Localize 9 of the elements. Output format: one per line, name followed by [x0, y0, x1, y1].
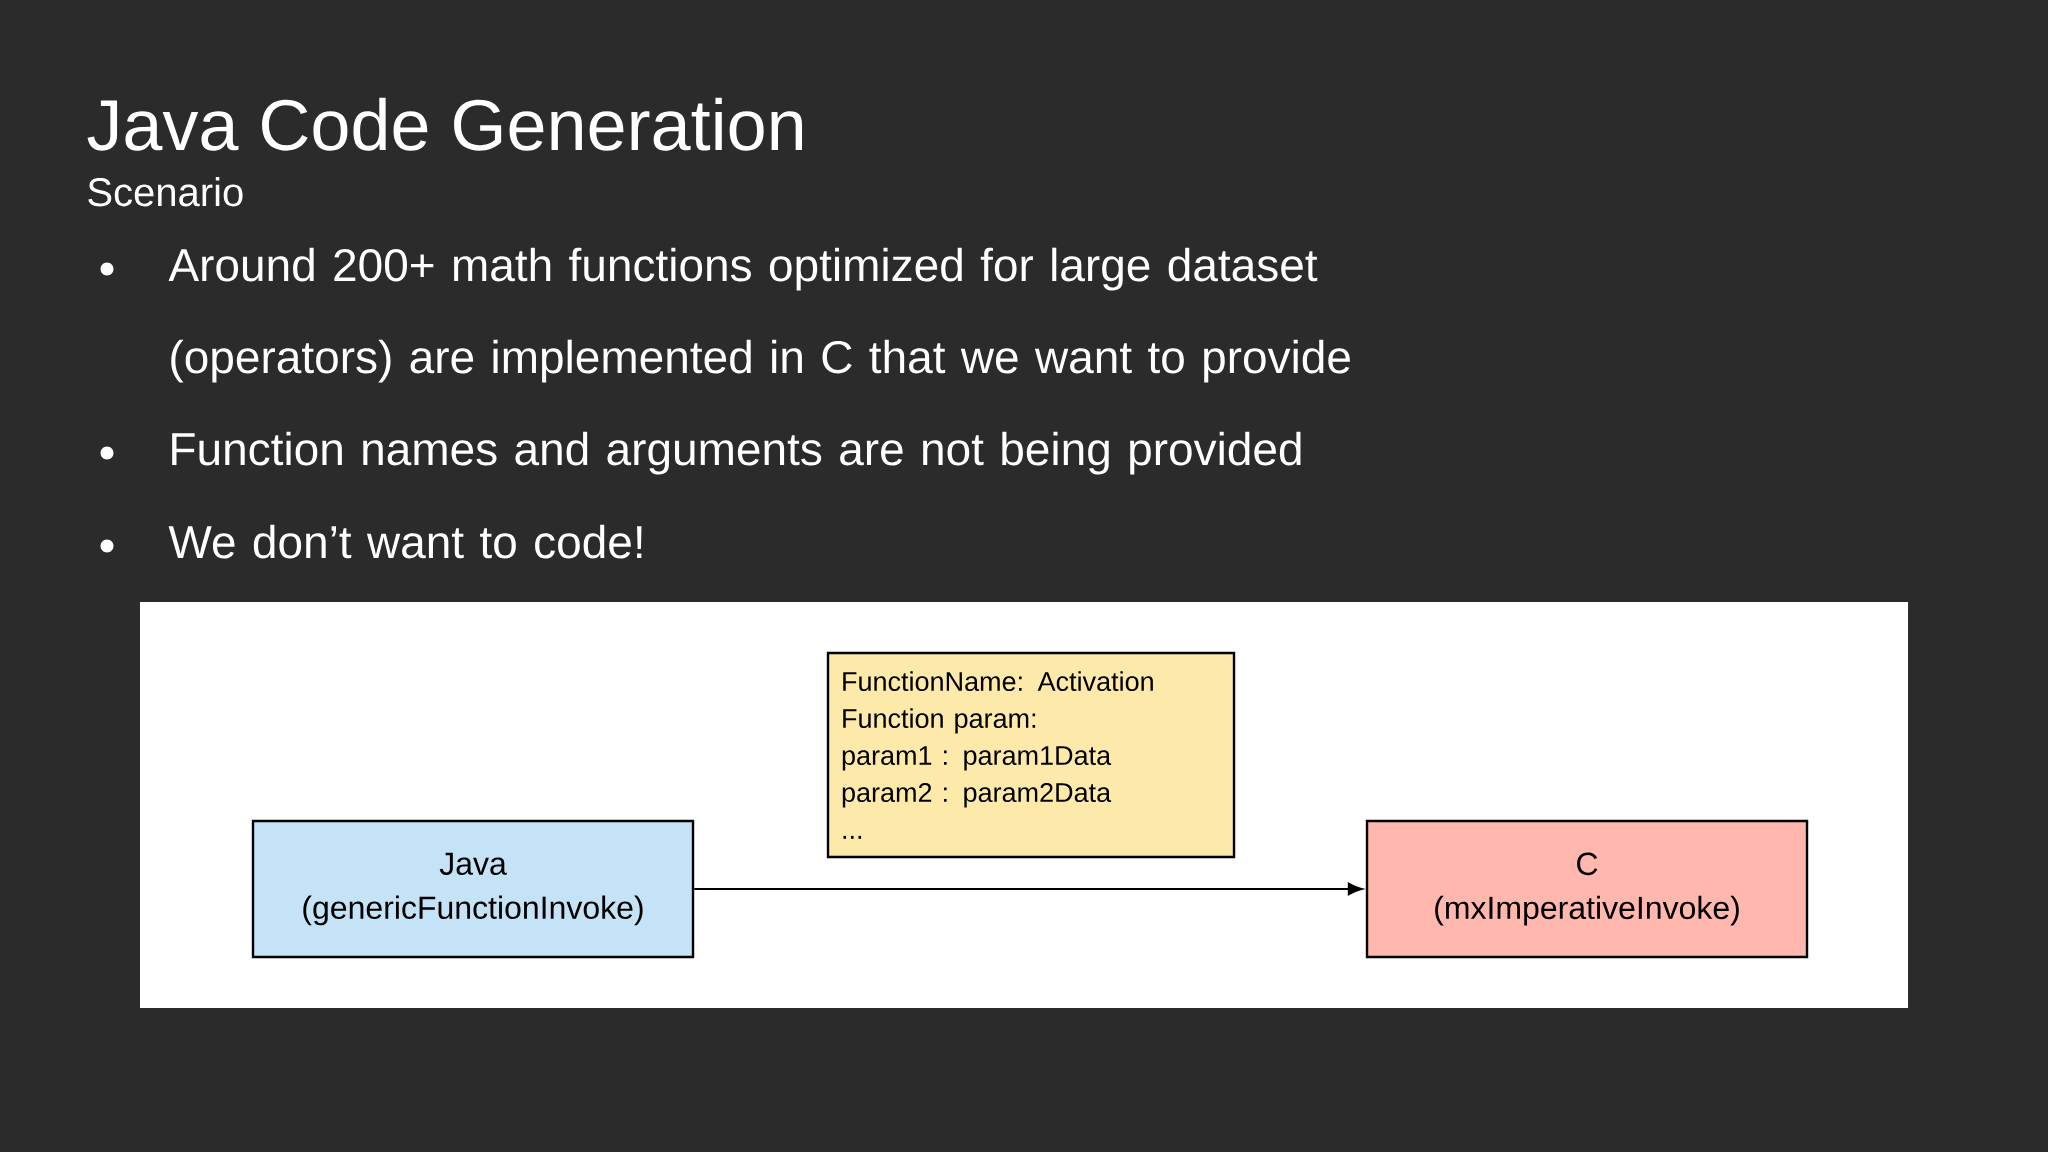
bullet-text: We don’t want to code!: [168, 524, 642, 559]
arrow: [694, 882, 1363, 896]
subtitle: Scenario: [88, 177, 243, 207]
note-box: FunctionName: Activation Function param: param1 : param1Data param2 : param2Data ...: [826, 651, 1236, 859]
process-box: C (mxImperativeInvoke): [1365, 819, 1809, 959]
process-box: Java (genericFunctionInvoke): [251, 819, 695, 959]
bullet-text: Function names and arguments are not being provided: [172, 431, 1301, 475]
slide-title: Java Code Generation: [87, 97, 802, 151]
bullet-text: Around 200+ math functions optimized for large dataset (operators) are implemented in C that we want to provide: [168, 247, 1350, 383]
